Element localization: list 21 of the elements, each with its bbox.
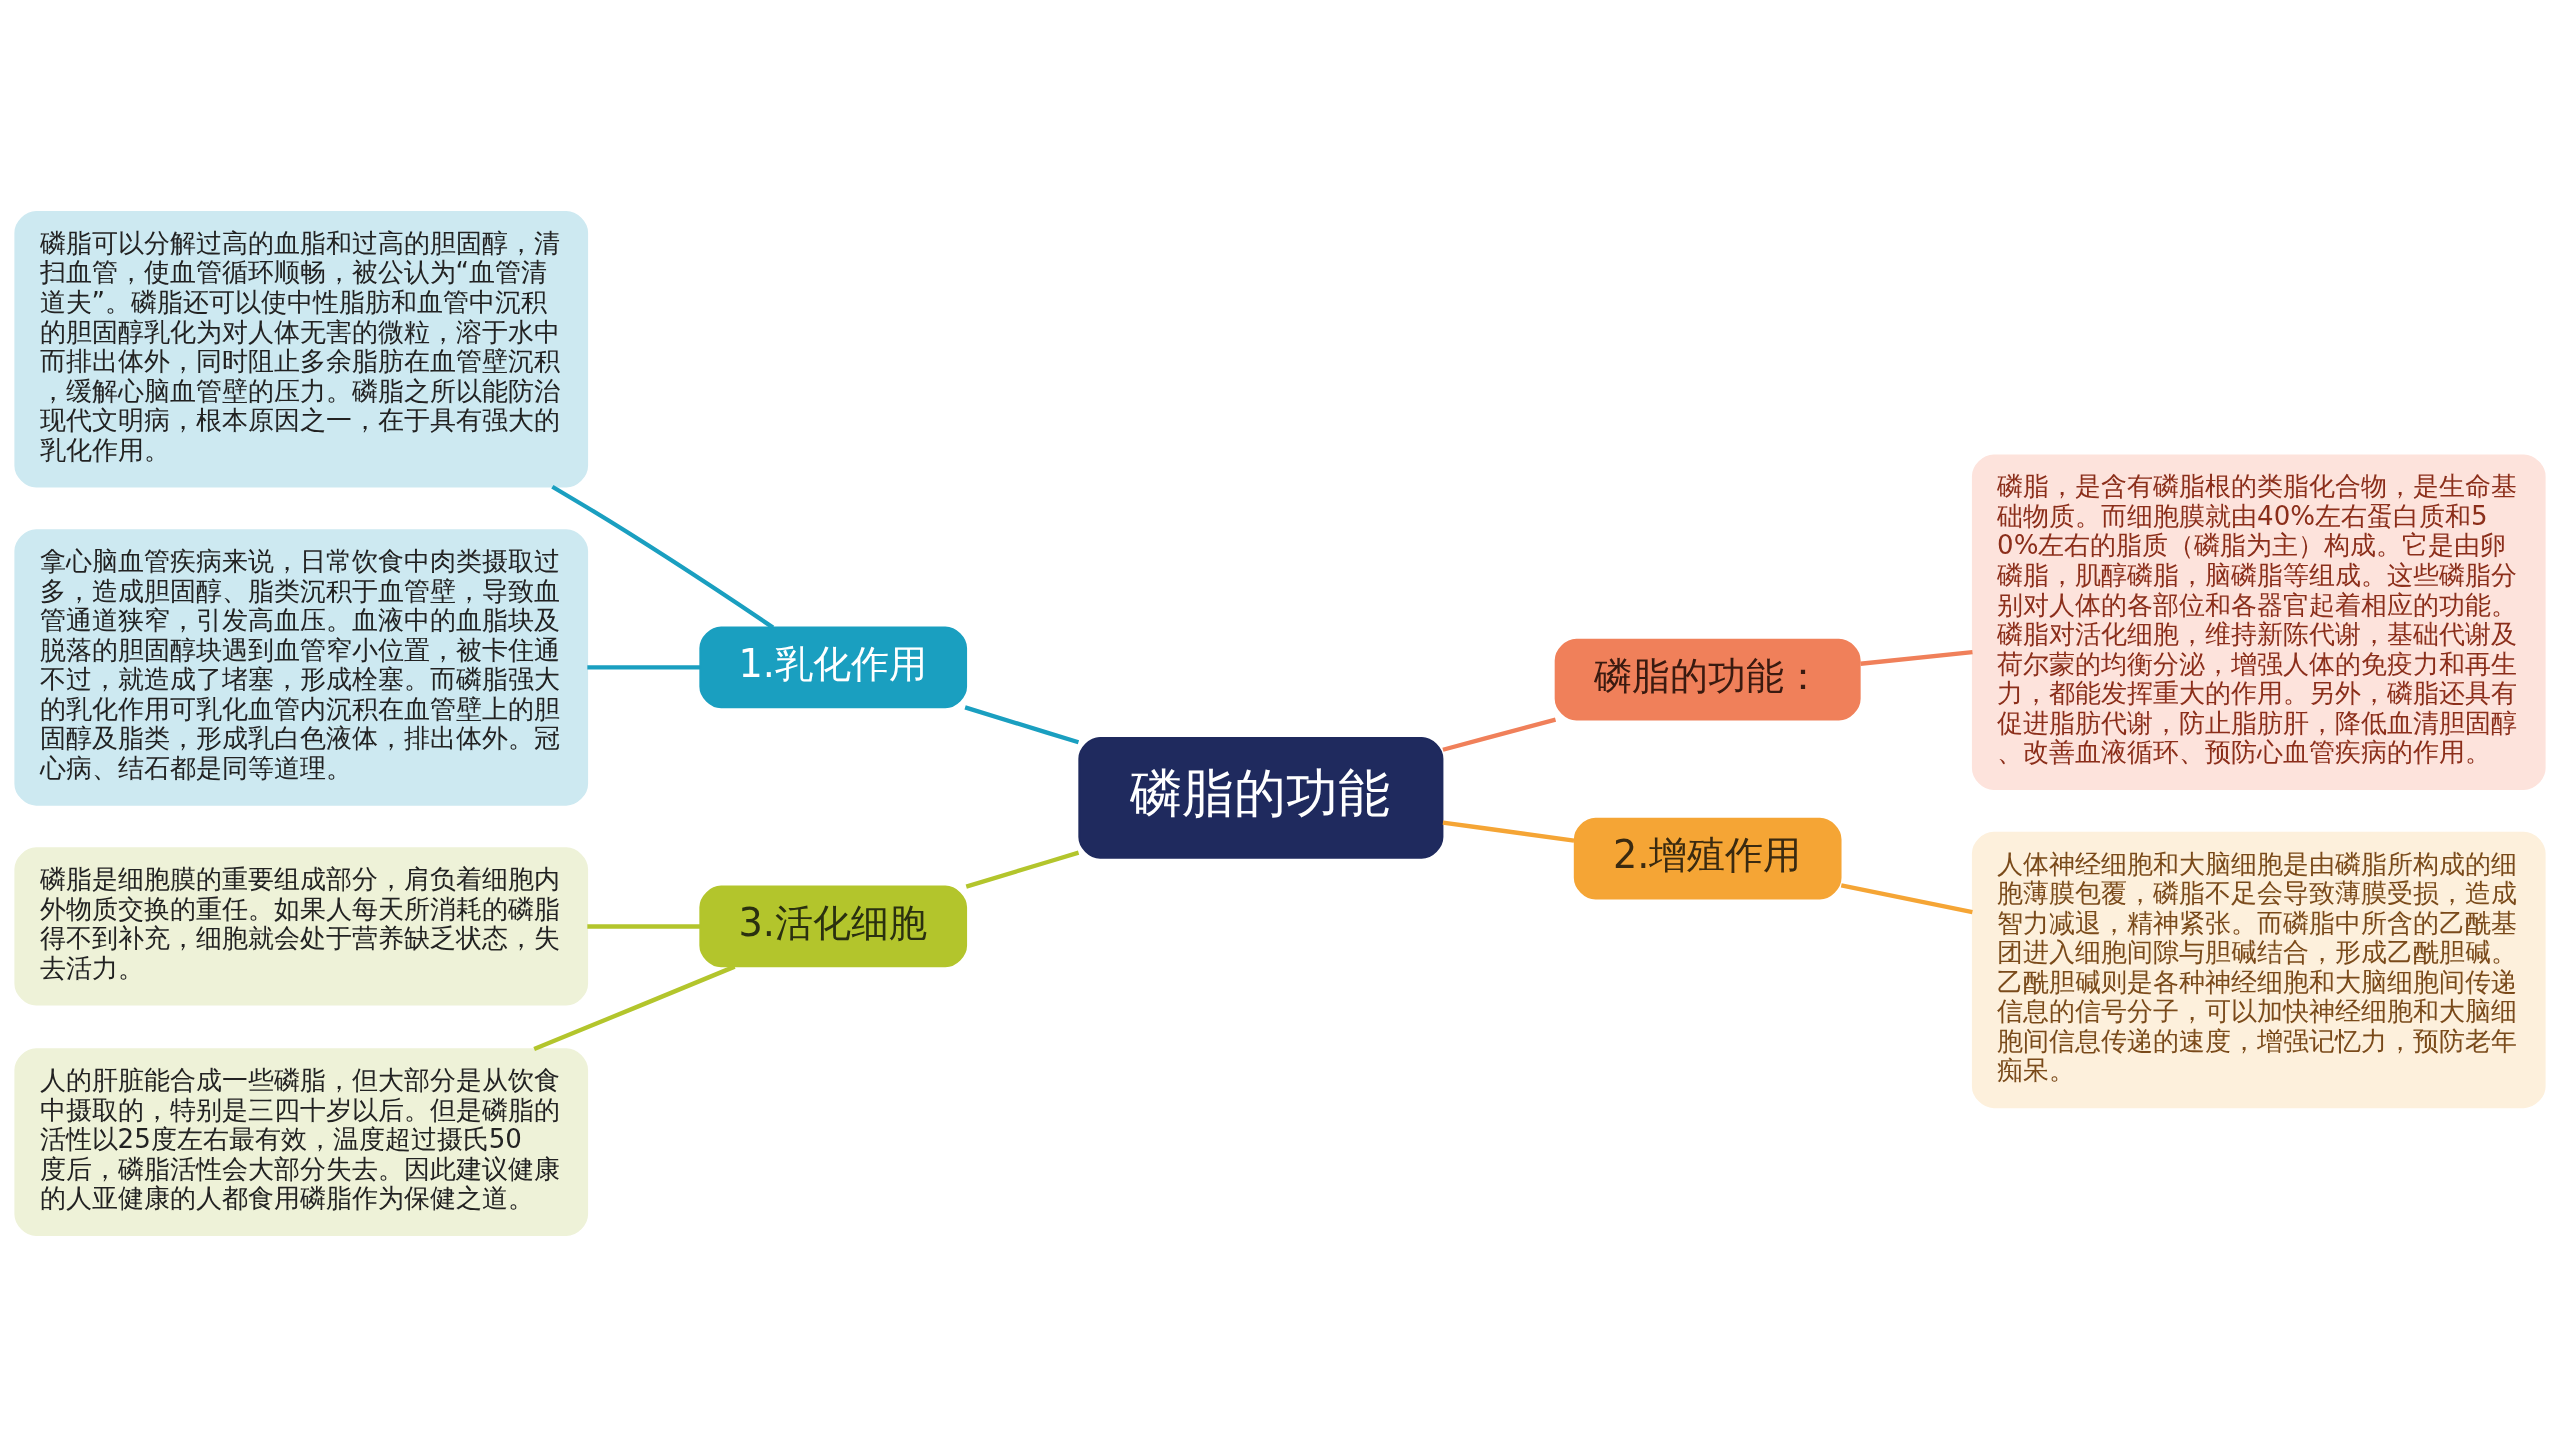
node-box: 人的肝脏能合成一些磷脂，但大部分是从饮食中摄取的，特别是三四十岁以后。但是磷脂的活性以25度左右最有效，温度超过摄氏50度后，磷脂活性会大部分失去。因此建议健康的人亚健康的人都食用磷脂作为保健之道。 (14, 1048, 589, 1236)
node-box: 磷脂的功能： (1554, 638, 1861, 721)
node-box: 磷脂的功能 (1078, 736, 1444, 859)
connector (1442, 820, 1575, 843)
node-box: 人体神经细胞和大脑细胞是由磷脂所构成的细胞薄膜包覆，磷脂不足会导致薄膜受损，造成智力减退，精神紧张。而磷脂中所含的乙酰基团进入细胞间隙与胆碱结合，形成乙酰胆碱。乙酰胆碱则是各种神经细胞和大脑细胞间传递信息的信号分子，可以加快神经细胞和大脑细胞间信息传递的速度，增强记忆力，预防老年痴呆。 (1971, 831, 2546, 1109)
node-box: 磷脂可以分解过高的血脂和过高的胆固醇，清扫血管，使血管循环顺畅，被公认为“血管清道夫”。磷脂还可以使中性脂肪和血管中沉积的胆固醇乳化为对人体无害的微粒，溶于水中而排出体外，同时阻止多余脂肪在血管壁沉积，缓解心脑血管壁的压力。磷脂之所以能防治现代文明病，根本原因之一，在于具有强大的乳化作用。 (14, 211, 589, 488)
connector (551, 484, 775, 630)
node-box: 3.活化细胞 (699, 885, 968, 968)
node-box: 磷脂是细胞膜的重要组成部分，肩负着细胞内外物质交换的重任。如果人每天所消耗的磷脂得不到补充，细胞就会处于营养缺乏状态，失去活力。 (14, 847, 589, 1006)
connector (587, 665, 701, 670)
connector (587, 924, 701, 929)
node-box: 拿心脑血管疾病来说，日常饮食中肉类摄取过多，造成胆固醇、脂类沉积于血管壁，导致血管通道狭窄，引发高血压。血液中的血脂块及脱落的胆固醇块遇到血管窄小位置，被卡住通不过，就造成了堵塞，形成栓塞。而磷脂强大的乳化作用可乳化血管内沉积在血管壁上的胆固醇及脂类，形成乳白色液体，排出体外。冠心病、结石都是同等道理。 (14, 529, 589, 806)
connector (1840, 883, 1973, 915)
connector (965, 850, 1080, 889)
connector (1442, 717, 1557, 752)
node-box: 2.增殖作用 (1573, 817, 1842, 900)
node-box: 磷脂，是含有磷脂根的类脂化合物，是生命基础物质。而细胞膜就由40%左右蛋白质和50%左右的脂质（磷脂为主）构成。它是由卵磷脂，肌醇磷脂，脑磷脂等组成。这些磷脂分别对人体的各部位和各器官起着相应的功能。磷脂对活化细胞，维持新陈代谢，基础代谢及荷尔蒙的均衡分泌，增强人体的免疫力和再生力，都能发挥重大的作用。另外，磷脂还具有促进脂肪代谢，防止脂肪肝，降低血清胆固醇、改善血液循环、预防心血管疾病的作用。 (1971, 454, 2546, 790)
connector (1860, 649, 1973, 666)
connector (533, 964, 736, 1051)
connector (964, 705, 1080, 745)
node-box: 1.乳化作用 (699, 626, 968, 709)
